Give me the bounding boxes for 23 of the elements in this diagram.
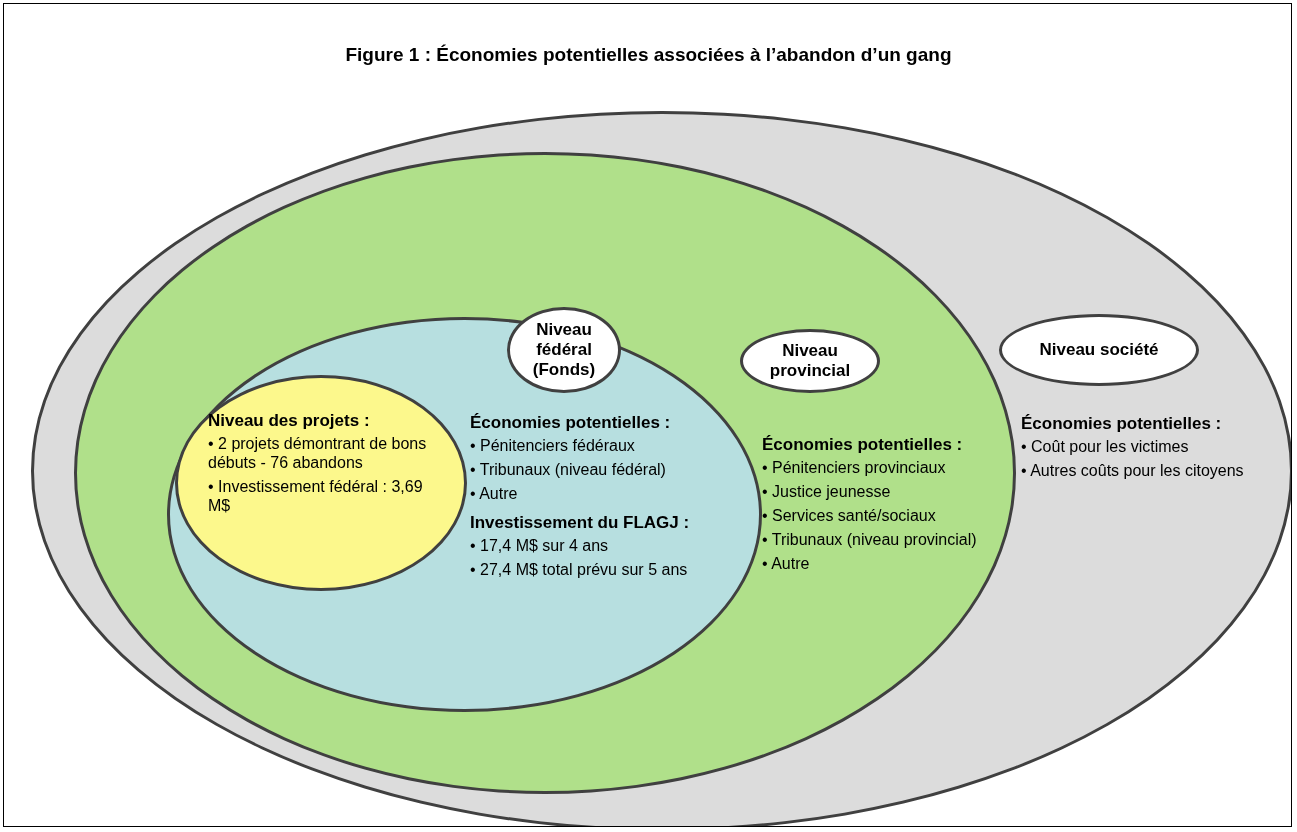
section-heading: Niveau des projets : (208, 411, 371, 430)
bullet-item: • Tribunaux (niveau provincial) (762, 530, 978, 549)
section-heading: Économies potentielles : (762, 435, 964, 454)
bullet-item: • Autre (762, 554, 811, 573)
bullet-item: • Autre (470, 484, 519, 503)
level-label: Niveau fédéral (Fonds) (531, 320, 597, 380)
bullet-item: • Investissement fédéral : 3,69 M$ (208, 477, 424, 515)
section-heading: Investissement du FLAGJ : (470, 513, 691, 532)
level-label: Niveau provincial (768, 341, 852, 381)
bullet-item: • Tribunaux (niveau fédéral) (470, 460, 667, 479)
bullet-item: • Coût pour les victimes (1021, 437, 1190, 456)
section-heading: Économies potentielles : (470, 413, 672, 432)
section-heading: Économies potentielles : (1021, 414, 1223, 433)
bullet-item: • Pénitenciers fédéraux (470, 436, 636, 455)
bullet-item: • Autres coûts pour les citoyens (1021, 461, 1245, 480)
figure-title: Figure 1 : Économies potentielles associées à l’abandon d’un gang (344, 44, 953, 66)
bullet-item: • 27,4 M$ total prévu sur 5 ans (470, 560, 689, 579)
bullet-item: • Services santé/sociaux (762, 506, 937, 525)
bullet-item: • Pénitenciers provinciaux (762, 458, 947, 477)
bullet-item: • 2 projets démontrant de bons débuts - 76 abandons (208, 434, 428, 472)
bullet-item: • Justice jeunesse (762, 482, 892, 501)
level-label: Niveau société (1039, 340, 1159, 360)
bullet-item: • 17,4 M$ sur 4 ans (470, 536, 610, 555)
